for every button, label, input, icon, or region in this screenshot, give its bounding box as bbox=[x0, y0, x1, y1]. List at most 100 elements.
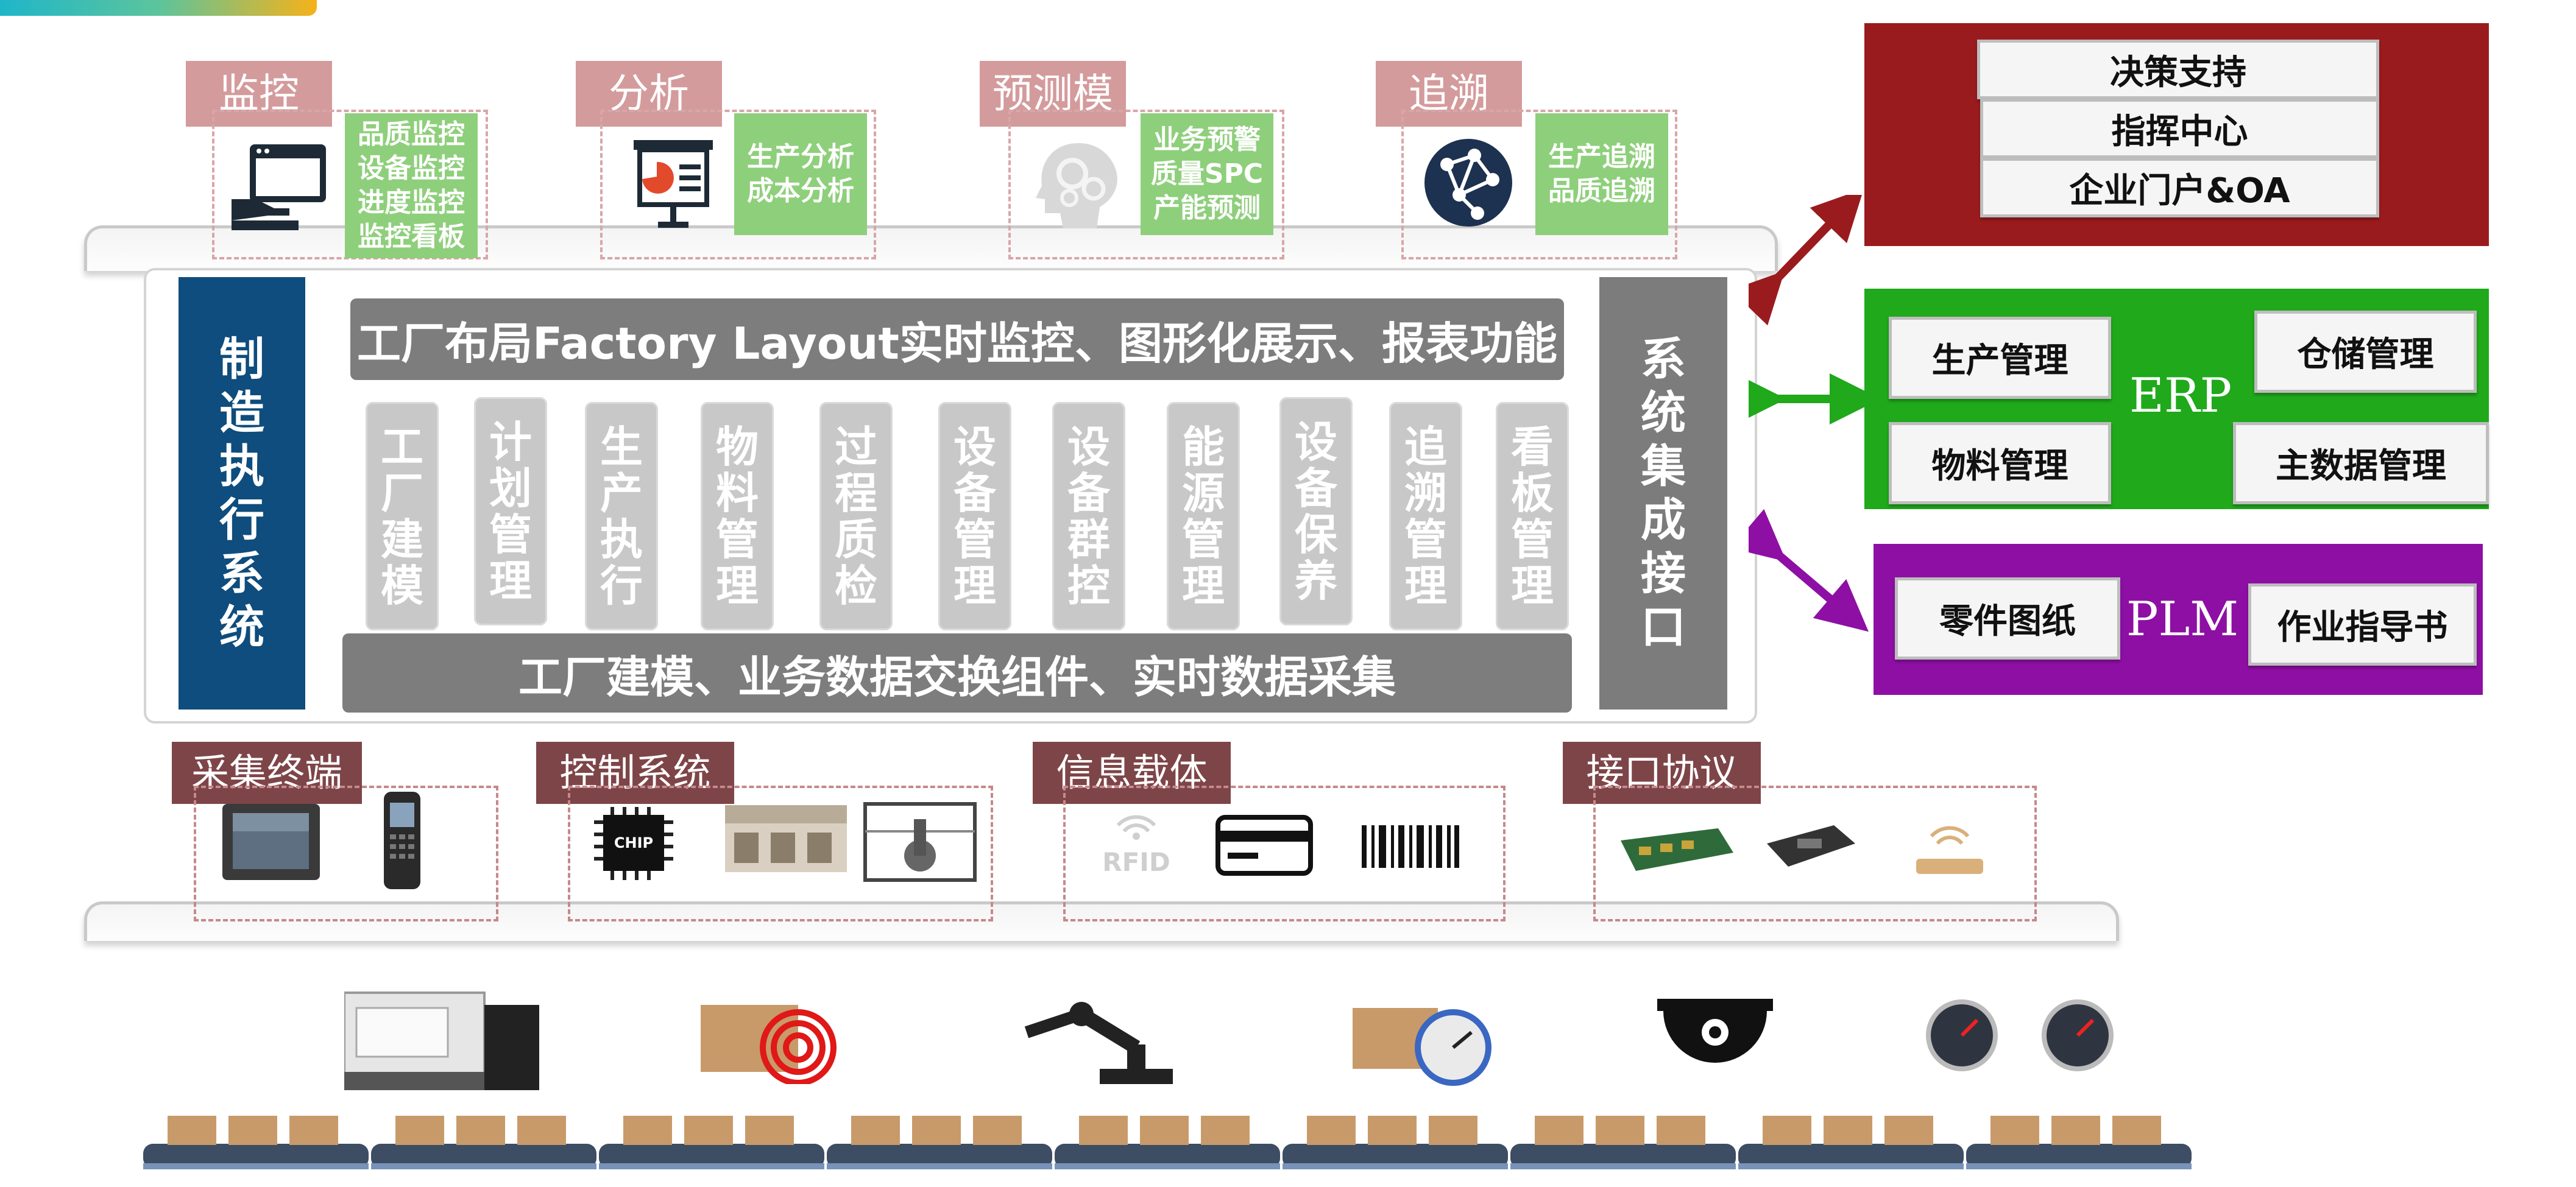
module-quality: 过程质检 bbox=[819, 402, 893, 630]
conveyor-segment bbox=[143, 1107, 369, 1179]
monitor-item: 品质监控 bbox=[358, 119, 465, 150]
forecast-items: 业务预警 质量SPC 产能预测 bbox=[1141, 113, 1273, 235]
module-label: 过程质检 bbox=[835, 421, 877, 611]
module-label: 设备保养 bbox=[1295, 417, 1337, 606]
conveyor-segment bbox=[1283, 1107, 1508, 1179]
forecast-item: 业务预警 bbox=[1153, 124, 1261, 155]
module-label: 看板管理 bbox=[1511, 421, 1554, 611]
erp-production-button[interactable]: 生产管理 bbox=[1889, 317, 2111, 399]
category-tab-monitor: 监控 bbox=[186, 61, 332, 127]
erp-label: ERP bbox=[2129, 368, 2232, 423]
erp-material-button[interactable]: 物料管理 bbox=[1889, 422, 2111, 504]
industrial-tablet-icon bbox=[219, 798, 323, 892]
integration-interface: 系统集成接口 bbox=[1599, 277, 1727, 710]
rfid-icon: RFID bbox=[1094, 813, 1179, 882]
monitor-item: 设备监控 bbox=[358, 153, 465, 184]
conveyor-segment bbox=[827, 1107, 1052, 1179]
module-equipment: 设备管理 bbox=[938, 402, 1011, 630]
category-frame-carrier bbox=[1063, 786, 1506, 921]
category-tab-trace: 追溯 bbox=[1376, 61, 1522, 127]
brain-gears-icon bbox=[1030, 137, 1127, 237]
mes-title-text: 制造执行系统 bbox=[219, 333, 264, 653]
forecast-item: 质量SPC bbox=[1150, 158, 1264, 189]
chip-label: CHIP bbox=[614, 834, 653, 851]
top-accent-bar bbox=[0, 0, 317, 16]
integration-interface-text: 系统集成接口 bbox=[1641, 333, 1686, 653]
target-box-icon bbox=[701, 993, 847, 1087]
conveyor-segment bbox=[599, 1107, 824, 1179]
analysis-item: 生产分析 bbox=[747, 141, 854, 172]
integration-arrows bbox=[1749, 195, 1881, 632]
module-traceability: 追溯管理 bbox=[1389, 402, 1462, 630]
module-plan: 计划管理 bbox=[474, 397, 547, 625]
trace-items: 生产追溯 品质追溯 bbox=[1535, 113, 1668, 235]
control-cabinet-icon bbox=[722, 799, 850, 881]
decision-support-button[interactable]: 决策支持 bbox=[1977, 40, 2379, 99]
module-energy: 能源管理 bbox=[1167, 402, 1240, 630]
handheld-scanner-icon bbox=[378, 792, 426, 892]
module-kanban: 看板管理 bbox=[1496, 402, 1569, 630]
data-collection-banner: 工厂建模、业务数据交换组件、实时数据采集 bbox=[342, 633, 1572, 713]
barcode-icon bbox=[1362, 825, 1459, 870]
monitor-item: 进度监控 bbox=[358, 187, 465, 218]
trace-item: 品质追溯 bbox=[1548, 175, 1655, 206]
gauge-icon bbox=[1919, 999, 2145, 1074]
conveyor-segment bbox=[371, 1107, 596, 1179]
category-frame-terminal bbox=[194, 786, 498, 921]
module-group-control: 设备群控 bbox=[1052, 402, 1125, 630]
conveyor-segment bbox=[1966, 1107, 2192, 1179]
robot-cell-icon bbox=[859, 795, 981, 889]
plm-arrow bbox=[1749, 509, 1869, 632]
chip-icon: CHIP bbox=[588, 804, 679, 886]
cnc-machine-icon bbox=[343, 981, 539, 1093]
module-production: 生产执行 bbox=[585, 402, 658, 630]
card-icon bbox=[1215, 815, 1313, 878]
serial-board-icon bbox=[1761, 819, 1858, 876]
erp-master-data-button[interactable]: 主数据管理 bbox=[2233, 422, 2489, 504]
erp-warehouse-button[interactable]: 仓储管理 bbox=[2254, 311, 2477, 393]
category-frame-control bbox=[568, 786, 993, 921]
category-frame-forecast bbox=[1008, 110, 1284, 259]
network-card-icon bbox=[1615, 822, 1736, 879]
command-center-button[interactable]: 指挥中心 bbox=[1980, 99, 2379, 158]
trace-item: 生产追溯 bbox=[1548, 141, 1655, 172]
analysis-items: 生产分析 成本分析 bbox=[734, 113, 867, 235]
conveyor-segment bbox=[1510, 1107, 1736, 1179]
category-tab-forecast: 预测模 bbox=[980, 61, 1126, 127]
rfid-label: RFID bbox=[1102, 847, 1170, 877]
module-label: 设备群控 bbox=[1067, 421, 1110, 611]
module-label: 能源管理 bbox=[1182, 421, 1225, 611]
category-frame-trace bbox=[1401, 110, 1677, 259]
presentation-board-icon bbox=[634, 140, 713, 234]
module-label: 追溯管理 bbox=[1404, 421, 1447, 611]
category-frame-protocol bbox=[1593, 786, 2037, 921]
mes-title: 制造执行系统 bbox=[179, 277, 305, 710]
conveyor-segment bbox=[1055, 1107, 1280, 1179]
stopwatch-box-icon bbox=[1353, 999, 1499, 1093]
module-label: 设备管理 bbox=[954, 421, 996, 611]
factory-layout-banner: 工厂布局Factory Layout实时监控、图形化展示、报表功能 bbox=[350, 298, 1564, 380]
plm-label: PLM bbox=[2126, 592, 2239, 647]
plm-instruction-button[interactable]: 作业指导书 bbox=[2248, 583, 2477, 666]
category-frame-analysis bbox=[600, 110, 876, 259]
module-label: 工厂建模 bbox=[381, 421, 423, 611]
module-label: 物料管理 bbox=[716, 421, 759, 611]
conveyor-segment bbox=[1738, 1107, 1964, 1179]
module-material: 物料管理 bbox=[701, 402, 774, 630]
monitor-item: 监控看板 bbox=[358, 221, 465, 252]
camera-icon bbox=[1657, 999, 1773, 1080]
network-globe-icon bbox=[1423, 137, 1514, 231]
analysis-item: 成本分析 bbox=[747, 175, 854, 206]
plm-drawing-button[interactable]: 零件图纸 bbox=[1895, 577, 2120, 660]
decision-arrow bbox=[1749, 195, 1864, 326]
portal-oa-button[interactable]: 企业门户&OA bbox=[1980, 158, 2379, 217]
wifi-router-icon bbox=[1910, 825, 1989, 882]
forecast-item: 产能预测 bbox=[1153, 192, 1261, 224]
module-maintenance: 设备保养 bbox=[1279, 397, 1353, 625]
module-label: 计划管理 bbox=[489, 417, 532, 606]
monitor-items: 品质监控 设备监控 进度监控 监控看板 bbox=[345, 113, 478, 258]
module-label: 生产执行 bbox=[600, 421, 643, 611]
dashboard-hand-icon bbox=[232, 141, 329, 235]
module-factory-modeling: 工厂建模 bbox=[366, 402, 439, 630]
robot-arm-icon bbox=[1008, 990, 1185, 1090]
